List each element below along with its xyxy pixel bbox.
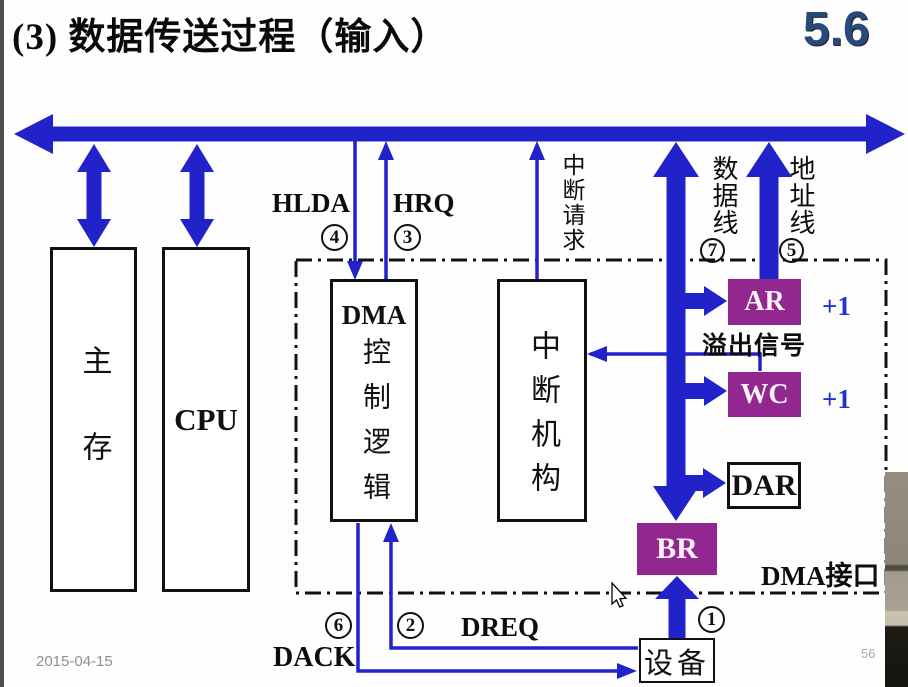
hlda-arrow — [347, 141, 363, 280]
hrq-arrow — [378, 141, 394, 279]
system-bus-arrow — [14, 114, 905, 154]
ar-increment-label: +1 — [822, 291, 851, 321]
dma-control-logic-label-line1: DMA — [341, 300, 407, 330]
step-5-badge: 5 — [779, 238, 804, 263]
data-line-thick-arrow — [653, 142, 699, 521]
step-1-badge: 1 — [698, 606, 725, 633]
word-counter-label: WC — [740, 378, 789, 410]
word-counter-box: WC — [728, 372, 801, 417]
main-memory-label: 主存 — [77, 344, 111, 517]
device-box: 设备 — [639, 638, 715, 683]
data-address-register-label: DAR — [731, 468, 797, 502]
address-line-label: 地址线 — [786, 155, 815, 236]
slide-title: (3) 数据传送过程（输入） — [12, 17, 449, 58]
data-address-register-box: DAR — [727, 462, 801, 509]
step-4-badge: 4 — [321, 224, 348, 251]
dack-label: DACK — [273, 642, 356, 673]
wc-increment-label: +1 — [822, 384, 851, 414]
hrq-label: HRQ — [393, 188, 455, 218]
data-line-label: 数据线 — [709, 155, 738, 236]
address-register-box: AR — [728, 279, 801, 325]
address-register-label: AR — [744, 286, 785, 317]
webcam-overlay-strip — [885, 472, 908, 687]
buffer-register-label: BR — [656, 532, 698, 565]
ar-branch-arrow — [683, 286, 727, 316]
step-6-badge: 6 — [325, 612, 352, 639]
step-2-badge: 2 — [397, 612, 424, 639]
overflow-signal-label: 溢出信号 — [702, 333, 807, 360]
overflow-signal-line — [587, 346, 762, 371]
dma-interface-label: DMA接口 — [761, 561, 880, 591]
slide-page-number: 56 — [861, 646, 876, 661]
mouse-cursor-icon — [611, 581, 628, 608]
dack-line — [356, 523, 637, 679]
step-7-badge: 7 — [700, 238, 725, 263]
section-number: 5.6 — [803, 3, 870, 56]
screen-edge-strip — [0, 0, 4, 687]
buffer-register-box: BR — [637, 523, 717, 575]
dma-control-logic-box: DMA 控制逻辑 — [330, 279, 418, 522]
hlda-label: HLDA — [272, 188, 351, 218]
dar-branch-arrow — [683, 468, 726, 498]
address-line-thick-arrow — [746, 142, 792, 280]
slide-date: 2015-04-15 — [36, 653, 113, 670]
dma-interface-boundary — [294, 258, 888, 595]
device-label: 设备 — [643, 647, 710, 680]
cpu-label: CPU — [174, 401, 238, 437]
dreq-label: DREQ — [461, 612, 540, 642]
dreq-line — [383, 523, 638, 650]
interrupt-unit-label: 中断机构 — [526, 330, 559, 506]
memory-bus-double-arrow — [77, 144, 111, 247]
interrupt-request-arrow — [529, 141, 545, 279]
cpu-box: CPU — [162, 247, 250, 592]
interrupt-request-label: 中断请求 — [559, 153, 584, 253]
step-3-badge: 3 — [394, 224, 421, 251]
interrupt-unit-box: 中断机构 — [497, 279, 587, 522]
cpu-bus-double-arrow — [180, 144, 214, 247]
device-to-br-arrow — [655, 576, 699, 639]
main-memory-box: 主存 — [50, 247, 137, 592]
wc-branch-arrow — [683, 376, 727, 406]
dma-control-logic-label-line2: 控制逻辑 — [359, 337, 390, 517]
